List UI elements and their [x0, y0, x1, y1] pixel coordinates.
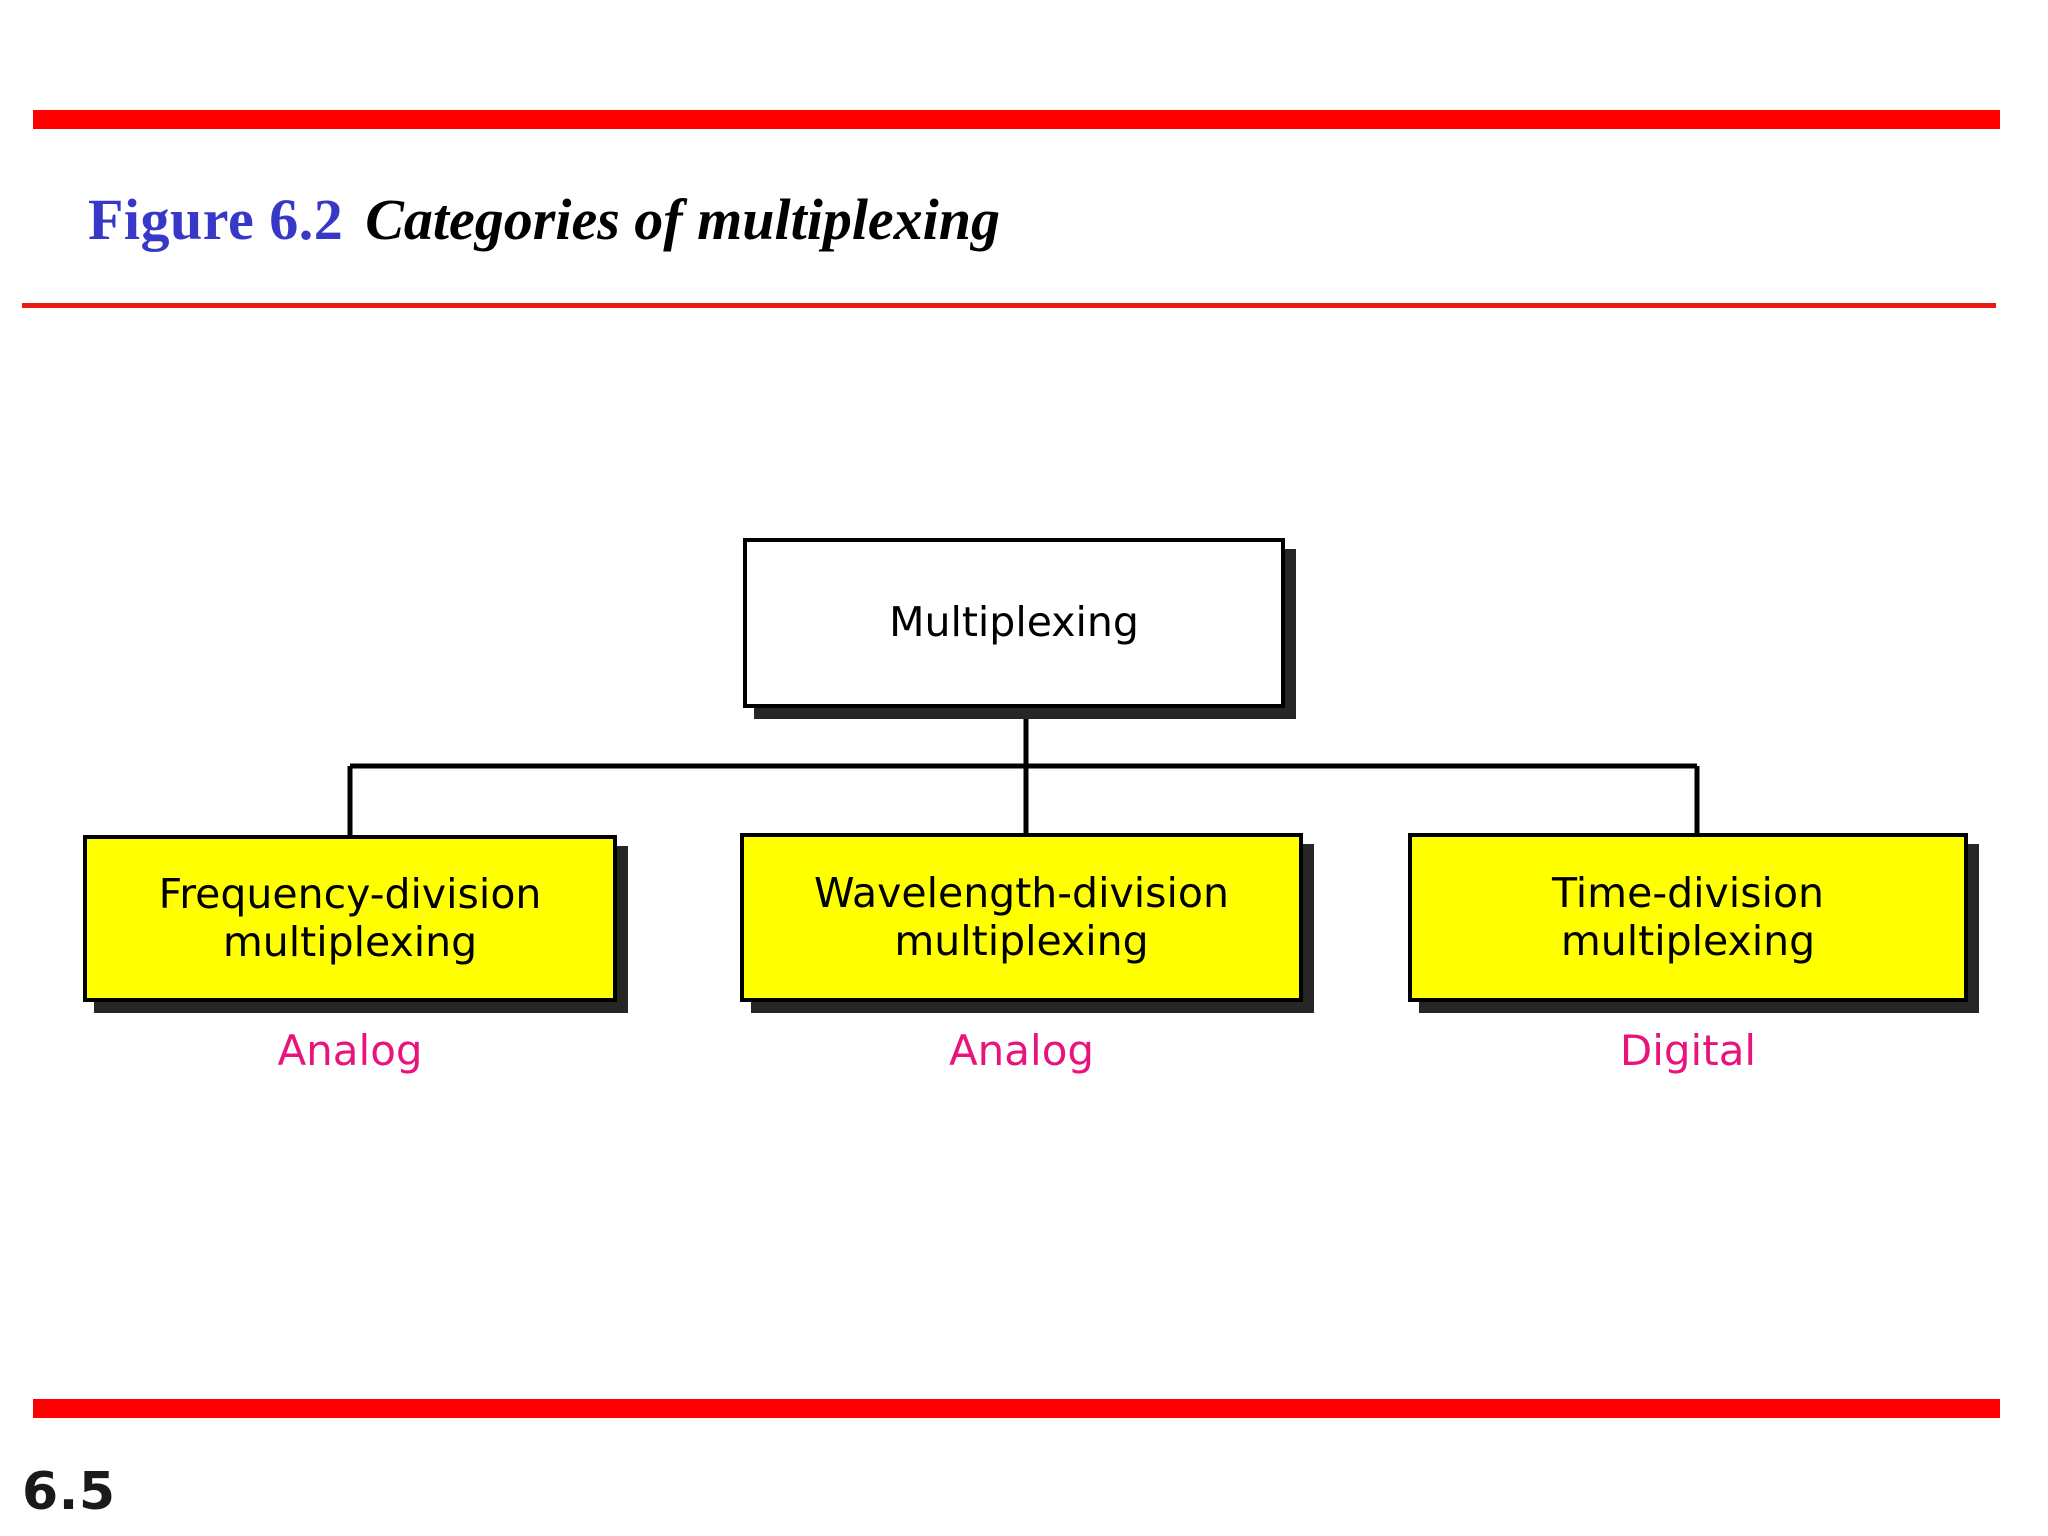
sub-label-time-division: Digital — [1619, 1026, 1757, 1075]
title-divider-rule — [22, 303, 1996, 308]
node-multiplexing-label: Multiplexing — [889, 598, 1139, 647]
node-fdm-line2: multiplexing — [222, 917, 478, 966]
slide-number: 6.5 — [22, 1462, 116, 1522]
top-red-rule — [33, 110, 2000, 129]
node-wdm-line2: multiplexing — [894, 916, 1149, 965]
sub-label-wavelength-division: Analog — [948, 1026, 1095, 1075]
figure-number: Figure 6.2 — [88, 187, 344, 252]
sub-label-frequency-division: Analog — [277, 1026, 423, 1075]
node-multiplexing[interactable]: Multiplexing — [743, 538, 1285, 708]
node-fdm-line1: Frequency-division — [158, 869, 542, 918]
node-wdm-line1: Wavelength-division — [814, 868, 1229, 917]
node-tdm-line2: multiplexing — [1560, 916, 1816, 965]
figure-caption: Categories of multiplexing — [365, 187, 1001, 252]
node-tdm-line1: Time-division — [1551, 868, 1825, 917]
page-title: Figure 6.2 Categories of multiplexing — [88, 187, 1388, 252]
bottom-red-rule — [33, 1399, 2000, 1418]
